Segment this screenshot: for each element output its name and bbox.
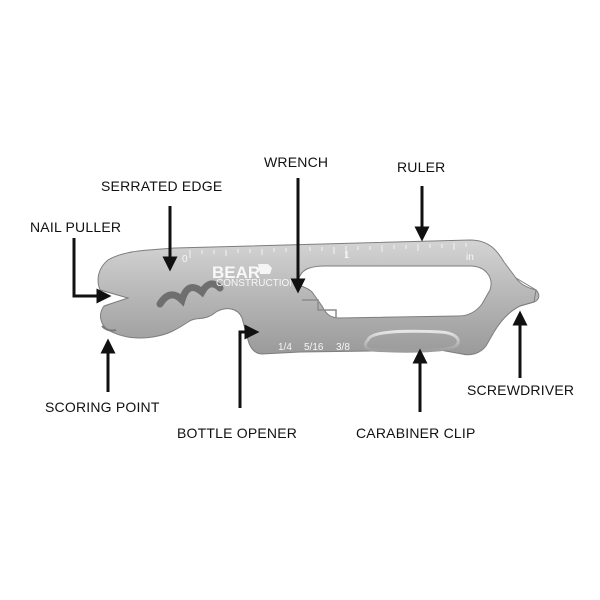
- serrated-notches: [156, 280, 224, 308]
- wrench-steps: [302, 299, 337, 318]
- bottle-opener-label: BOTTLE OPENER: [177, 425, 298, 441]
- serrated-edge-label: SERRATED EDGE: [101, 178, 223, 194]
- size-three-eighths: 3/8: [336, 342, 350, 353]
- callout-arrows: [72, 178, 528, 412]
- ruler-zero-mark: 0: [182, 254, 188, 265]
- brand-subtitle: CONSTRUCTION: [216, 278, 297, 289]
- scoring-point-notch: [101, 325, 117, 332]
- bottle-opener-arrow: [238, 324, 260, 408]
- size-quarter: 1/4: [278, 342, 292, 353]
- bear-logo-icon: [258, 264, 272, 274]
- ruler-label: RULER: [397, 159, 446, 175]
- nail-puller-arrow: [72, 238, 112, 304]
- ruler-ticks: [189, 243, 467, 258]
- ruler-unit: in: [466, 252, 474, 263]
- size-five-sixteenths: 5/16: [304, 342, 324, 353]
- ruler-one-mark: 1: [344, 250, 350, 261]
- carabiner-clip-label: CARABINER CLIP: [356, 425, 476, 441]
- screwdriver-tip: [515, 277, 537, 307]
- scoring-point-label: SCORING POINT: [45, 399, 160, 415]
- screwdriver-label: SCREWDRIVER: [467, 382, 575, 398]
- tool-cutout: [297, 265, 492, 319]
- carabiner-clip-wire: [363, 329, 460, 353]
- wrench-label: WRENCH: [264, 154, 329, 170]
- nail-puller-label: NAIL PULLER: [30, 219, 122, 235]
- brand-logo: BEAR: [212, 263, 260, 282]
